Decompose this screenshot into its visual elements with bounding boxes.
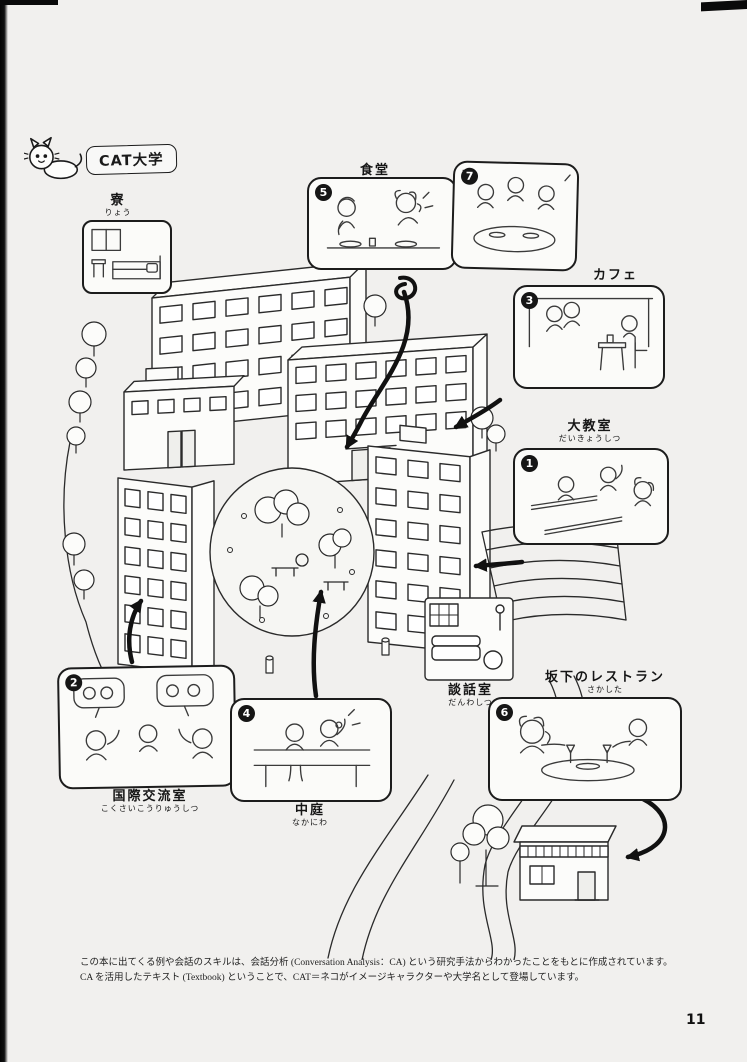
label-courtyard-text: 中庭 <box>294 803 325 818</box>
connector-arrows <box>126 275 668 862</box>
cat-mascot-icon <box>24 136 83 180</box>
trees <box>62 294 510 887</box>
building-annex <box>123 366 245 471</box>
label-restaurant-text: 坂下のレストラン <box>544 670 665 685</box>
footnote-line-1: この本に出てくる例や会話のスキルは、会話分析 (Conversation Ana… <box>80 958 673 968</box>
campus-map-illustration <box>62 260 668 960</box>
title-box: CAT大学 <box>85 143 178 175</box>
arrow-lecture-icon <box>473 558 525 572</box>
label-restaurant-furigana: さかした <box>587 685 623 694</box>
scene-badge-4: 4 <box>238 705 255 722</box>
cafe-scene-illustration <box>524 297 654 371</box>
scene-badge-6: 6 <box>496 704 513 721</box>
label-courtyard-furigana: なかにわ <box>292 818 328 827</box>
label-lecture-furigana: だいきょうしつ <box>558 434 622 443</box>
panel-dorm-room <box>82 220 172 294</box>
label-lounge-text: 談話室 <box>447 683 493 698</box>
label-dorm-furigana: りょう <box>104 208 132 217</box>
panel-lecture-1: 1 <box>513 448 669 545</box>
footnote: この本に出てくる例や会話のスキルは、会話分析 (Conversation Ana… <box>80 956 680 986</box>
label-dining-text: 食堂 <box>359 163 390 178</box>
lecture-scene-illustration <box>530 464 655 536</box>
page-number: 11 <box>686 1012 706 1028</box>
restaurant-scene-illustration <box>518 715 648 782</box>
panel-cafe-3: 3 <box>513 285 665 389</box>
scene-badge-5: 5 <box>315 184 332 201</box>
page-gutter-shadow <box>0 0 8 1062</box>
label-cafe-text: カフェ <box>592 268 638 283</box>
dining-group-scene-illustration <box>462 169 571 253</box>
label-cafe: カフェ <box>578 268 653 283</box>
panel-dining-5: 5 <box>307 177 457 270</box>
exchange-scene-illustration <box>73 674 214 761</box>
scene-badge-1: 1 <box>521 455 538 472</box>
panel-courtyard-4: 4 <box>230 698 392 802</box>
label-lounge: 談話室 だんわしつ <box>428 683 513 708</box>
courtyard-scene-illustration <box>253 708 371 788</box>
arrow-courtyard-icon <box>311 589 326 699</box>
label-lecture-hall: 大教室 だいきょうしつ <box>545 419 635 444</box>
arrow-exchange-icon <box>126 598 144 665</box>
dorm-scene-illustration <box>91 228 161 280</box>
panel-exchange-2: 2 <box>56 664 238 790</box>
arrow-cafe-icon <box>453 397 503 430</box>
scan-corner-mark <box>0 0 58 5</box>
panel-restaurant-6: 6 <box>488 697 682 801</box>
label-dorm-text: 寮 <box>110 193 126 208</box>
label-lecture-text: 大教室 <box>567 419 613 434</box>
label-exchange-furigana: こくさいこうりゅうしつ <box>100 804 200 813</box>
footnote-line-2: CA を活用したテキスト (Textbook) ということで、CAT＝ネコがイメ… <box>80 973 585 983</box>
label-restaurant: 坂下のレストラン さかした <box>525 670 685 695</box>
label-dorm: 寮 りょう <box>88 193 148 218</box>
university-title: CAT大学 <box>24 134 178 184</box>
scene-badge-3: 3 <box>521 292 538 309</box>
title-label: CAT大学 <box>98 151 164 170</box>
building-west <box>117 477 215 674</box>
panel-dining-7: 7 <box>450 160 580 272</box>
restaurant-building <box>513 825 617 901</box>
scan-corner-mark <box>701 0 747 12</box>
lounge-room <box>424 597 514 681</box>
label-lounge-furigana: だんわしつ <box>448 698 493 707</box>
label-exchange-text: 国際交流室 <box>112 789 188 804</box>
courtyard-oval <box>209 467 375 637</box>
label-exchange-room: 国際交流室 こくさいこうりゅうしつ <box>75 789 225 814</box>
dining-scene-illustration <box>326 189 441 249</box>
arrow-restaurant-icon <box>625 793 668 862</box>
label-dining: 食堂 <box>335 163 415 178</box>
arrow-dining-icon <box>344 289 411 450</box>
label-courtyard: 中庭 なかにわ <box>255 803 365 828</box>
bollards <box>265 637 390 674</box>
